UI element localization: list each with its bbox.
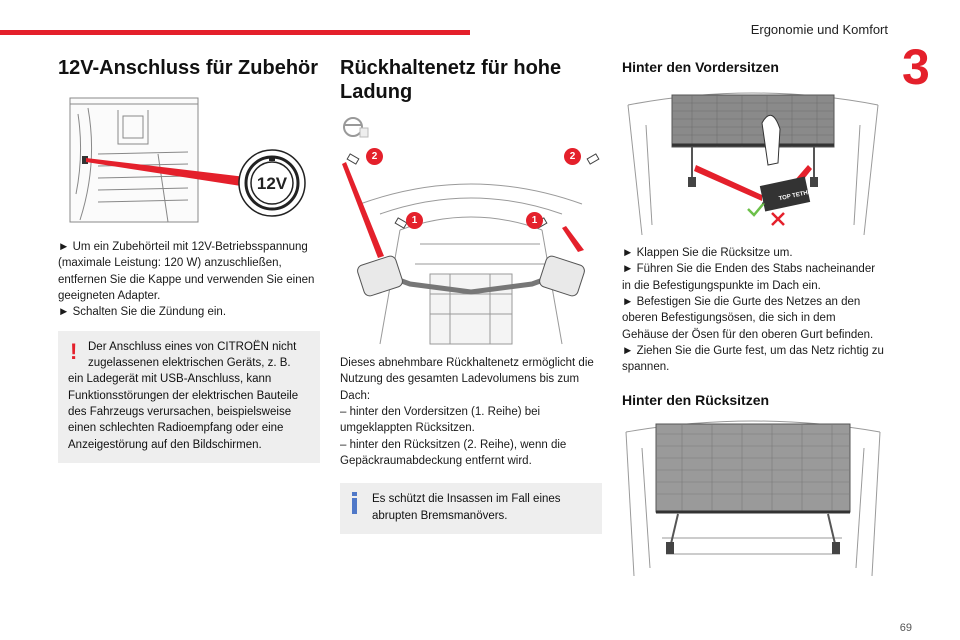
section-title-12v: 12V-Anschluss für Zubehör bbox=[58, 57, 319, 79]
page-number: 69 bbox=[899, 622, 912, 634]
usage-item-2: – hinter den Rücksitzen (2. Reihe), wenn… bbox=[340, 438, 567, 467]
chapter-title: Ergonomie und Komfort bbox=[750, 22, 888, 37]
front-seats-illustration: TOP TETHER bbox=[627, 92, 879, 236]
chapter-number: 3 bbox=[902, 39, 930, 95]
info-icon bbox=[352, 492, 357, 515]
description-text: Dieses abnehmbare Rückhaltenetz ermöglic… bbox=[340, 357, 594, 402]
figure-net-installation: 2 2 1 1 bbox=[340, 144, 602, 349]
front-step-4: ► Ziehen Sie die Gurte fest, um das Netz… bbox=[622, 344, 884, 374]
callout-2-right: 2 bbox=[564, 148, 581, 165]
warning-text-rest: ein Ladegerät mit USB-Anschluss, kann Fu… bbox=[68, 373, 299, 451]
front-step-1: ► Klappen Sie die Rücksitze um. bbox=[622, 247, 793, 259]
section-title-front-seats: Hinter den Vordersitzen bbox=[622, 59, 779, 75]
info-text: Es schützt die Insassen im Fall eines ab… bbox=[372, 493, 561, 522]
step-2: ► Schalten Sie die Zündung ein. bbox=[58, 306, 227, 319]
header-accent-bar bbox=[0, 30, 470, 35]
column-net-positions: Hinter den Vordersitzen TOP bbox=[622, 56, 884, 578]
front-step-3: ► Befestigen Sie die Gurte des Netzes an… bbox=[622, 295, 874, 341]
figure-rear-seats bbox=[622, 417, 884, 578]
info-box: Es schützt die Insassen im Fall eines ab… bbox=[340, 483, 602, 534]
socket-illustration: 12V bbox=[69, 97, 306, 223]
instruction-steps: ► Um ein Zubehörteil mit 12V-Betriebsspa… bbox=[58, 239, 320, 321]
callout-1-left: 1 bbox=[406, 212, 423, 229]
front-step-2: ► Führen Sie die Enden des Stabs nachein… bbox=[622, 263, 876, 292]
column-12v-socket: 12V-Anschluss für Zubehör 12V bbox=[58, 56, 320, 463]
figure-front-seats: TOP TETHER bbox=[622, 85, 884, 237]
column-cargo-net: Rückhaltenetz für hohe Ladung bbox=[340, 56, 602, 534]
front-seat-steps: ► Klappen Sie die Rücksitze um. ► Führen… bbox=[622, 245, 884, 376]
figure-12v-socket: 12V bbox=[58, 94, 320, 229]
net-description: Dieses abnehmbare Rückhaltenetz ermöglic… bbox=[340, 355, 602, 469]
exclamation-icon: ! bbox=[70, 338, 78, 364]
rear-seats-illustration bbox=[625, 420, 881, 576]
callout-2-left: 2 bbox=[366, 148, 383, 165]
step-1: ► Um ein Zubehörteil mit 12V-Betriebsspa… bbox=[58, 241, 315, 302]
section-title-net: Rückhaltenetz für hohe Ladung bbox=[340, 57, 562, 103]
net-illustration bbox=[342, 153, 600, 345]
socket-label: 12V bbox=[257, 174, 288, 193]
steering-wheel-icon bbox=[340, 116, 369, 138]
warning-box: ! Der Anschluss eines von CITROËN nicht … bbox=[58, 330, 320, 463]
section-title-rear-seats: Hinter den Rücksitzen bbox=[622, 391, 770, 408]
usage-item-1: – hinter den Vordersitzen (1. Reihe) bei… bbox=[340, 405, 541, 435]
warning-text-first: Der Anschluss eines von CITROËN nicht zu… bbox=[88, 340, 297, 369]
callout-1-right: 1 bbox=[526, 212, 543, 229]
